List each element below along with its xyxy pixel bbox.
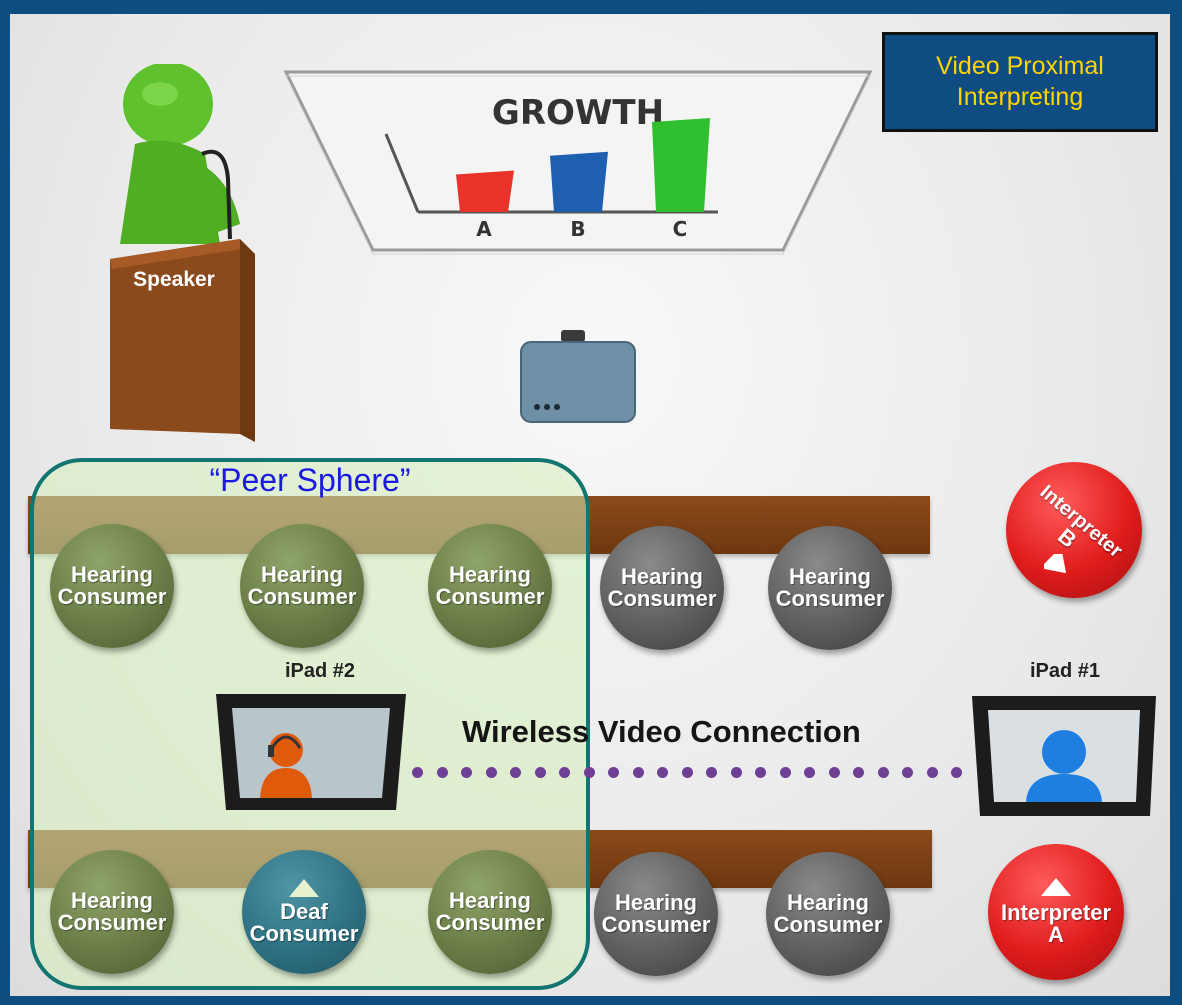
screen-bar-a xyxy=(456,170,514,212)
screen-bar-label-a: A xyxy=(476,217,492,241)
connection-dot xyxy=(485,767,497,778)
diagram-canvas: Video Proximal Interpreting GROWTH A B C S… xyxy=(10,14,1170,996)
connection-dot xyxy=(608,767,619,778)
seat-label-line1: Hearing xyxy=(787,890,869,915)
triangle-up-icon xyxy=(1041,878,1071,896)
screen-title: GROWTH xyxy=(492,93,664,133)
connection-dot xyxy=(534,767,546,778)
seat-bottom-3: Hearing Consumer xyxy=(428,850,552,974)
connection-dot xyxy=(412,767,423,778)
interpreter-b-line2: B xyxy=(1053,523,1082,553)
connection-dot xyxy=(926,767,938,778)
connection-dot xyxy=(877,767,889,778)
seat-label-line2: Consumer xyxy=(775,586,885,611)
connection-dot xyxy=(951,767,962,778)
interpreter-b-rotated-text: Interpreter B xyxy=(1022,481,1127,579)
connection-dot xyxy=(804,767,815,778)
seat-label-line1: Hearing xyxy=(71,888,153,913)
seat-label-line1: Deaf xyxy=(280,899,328,924)
seat-label-line1: Hearing xyxy=(621,564,703,589)
connection-dot xyxy=(755,767,766,778)
seat-bottom-2-deaf: Deaf Consumer xyxy=(242,850,366,974)
seat-label-line2: Consumer xyxy=(249,921,359,946)
interpreter-b-line1: Interpreter xyxy=(1035,480,1127,563)
seat-top-3: Hearing Consumer xyxy=(428,524,552,648)
connection-dot xyxy=(706,767,717,778)
seat-bottom-4: Hearing Consumer xyxy=(594,852,718,976)
screen-bar-label-b: B xyxy=(570,217,585,241)
seat-bottom-1: Hearing Consumer xyxy=(50,850,174,974)
connection-dot xyxy=(730,767,742,778)
connection-dot xyxy=(583,767,595,778)
triangle-up-icon xyxy=(289,879,319,897)
connection-dot xyxy=(853,767,864,778)
interpreter-a-line2: A xyxy=(1048,922,1064,947)
seat-top-5: Hearing Consumer xyxy=(768,526,892,650)
screen-bar-c xyxy=(652,118,710,212)
seat-top-1: Hearing Consumer xyxy=(50,524,174,648)
peer-sphere-label: “Peer Sphere” xyxy=(209,462,411,498)
connection-dot xyxy=(632,767,644,778)
connection-dot xyxy=(510,767,521,778)
seat-label-line1: Hearing xyxy=(261,562,343,587)
seat-label-line1: Hearing xyxy=(449,562,531,587)
connection-dot xyxy=(559,767,570,778)
seat-label-line2: Consumer xyxy=(773,912,883,937)
connection-dot xyxy=(902,767,913,778)
interpreter-b: Interpreter B xyxy=(1006,462,1142,598)
ipad2-device xyxy=(216,694,406,810)
seat-label-line2: Consumer xyxy=(435,584,545,609)
seat-label-line1: Hearing xyxy=(449,888,531,913)
connection-dot xyxy=(681,767,693,778)
seat-label-line2: Consumer xyxy=(601,912,711,937)
connection-dot xyxy=(779,767,791,778)
screen-bar-label-c: C xyxy=(673,217,688,241)
connection-dot xyxy=(461,767,472,778)
wireless-connection-label: Wireless Video Connection xyxy=(462,714,861,749)
seat-label-line2: Consumer xyxy=(57,584,167,609)
projector-icon xyxy=(520,330,636,423)
interpreter-a-line1: Interpreter xyxy=(1000,900,1112,925)
seat-label-line1: Hearing xyxy=(789,564,871,589)
connection-dot xyxy=(436,767,448,778)
speaker-figure: Speaker xyxy=(110,64,255,442)
seat-label-line1: Hearing xyxy=(71,562,153,587)
connection-dot xyxy=(828,767,840,778)
seat-label-line2: Consumer xyxy=(247,584,357,609)
seat-label-line2: Consumer xyxy=(607,586,717,611)
seat-top-4: Hearing Consumer xyxy=(600,526,724,650)
seat-label-line2: Consumer xyxy=(435,910,545,935)
bar-group: A B C xyxy=(456,118,710,241)
ipad2-label: iPad #2 xyxy=(284,660,356,682)
interpreter-a: Interpreter A xyxy=(988,844,1124,980)
triangle-down-icon xyxy=(1044,554,1067,574)
seat-bottom-5: Hearing Consumer xyxy=(766,852,890,976)
seat-label-line1: Hearing xyxy=(615,890,697,915)
seat-top-2: Hearing Consumer xyxy=(240,524,364,648)
connection-dots xyxy=(412,766,972,780)
ipad1-device xyxy=(972,696,1156,816)
projection-screen: GROWTH A B C xyxy=(283,70,873,255)
ipad1-label: iPad #1 xyxy=(1029,660,1101,682)
title-box: Video Proximal Interpreting xyxy=(882,32,1158,132)
screen-bar-b xyxy=(550,151,608,212)
connection-dot xyxy=(657,767,668,778)
speaker-label: Speaker xyxy=(133,268,215,291)
seat-label-line2: Consumer xyxy=(57,910,167,935)
